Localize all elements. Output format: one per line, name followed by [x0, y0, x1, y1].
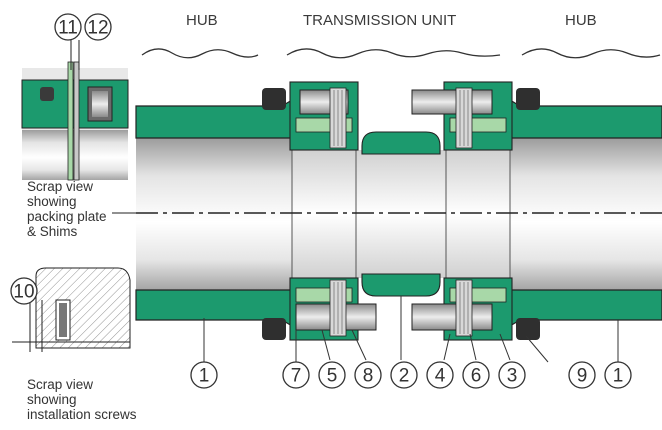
scrap-view-shims	[21, 40, 129, 181]
hub-left-label: HUB	[186, 12, 218, 29]
callout-9: 9	[568, 361, 596, 389]
svg-text:6: 6	[471, 366, 482, 387]
scrap-view-shims-caption: Scrap view showing packing plate & Shims	[27, 179, 110, 239]
callout-3: 3	[498, 361, 526, 389]
callout-1-right: 1	[604, 361, 632, 389]
svg-text:3: 3	[507, 366, 518, 387]
hub-right-label: HUB	[565, 12, 597, 29]
callout-7: 7	[282, 361, 310, 389]
svg-text:10: 10	[13, 282, 34, 303]
svg-text:2: 2	[399, 366, 410, 387]
callout-4: 4	[426, 361, 454, 389]
break-line-center	[286, 48, 501, 59]
break-line-right	[521, 48, 661, 59]
svg-text:12: 12	[87, 18, 108, 39]
transmission-unit-label: TRANSMISSION UNIT	[303, 12, 456, 29]
left-hub	[135, 98, 293, 328]
top-left-flange	[262, 81, 359, 151]
svg-text:4: 4	[435, 366, 446, 387]
callout-1-left: 1	[190, 361, 218, 389]
svg-text:5: 5	[327, 366, 338, 387]
svg-text:7: 7	[291, 366, 302, 387]
callout-11: 11	[54, 13, 82, 41]
callout-10: 10	[10, 277, 38, 305]
top-right-flange	[411, 81, 540, 151]
scrap-view-screws	[12, 267, 131, 352]
callout-8: 8	[354, 361, 382, 389]
svg-text:9: 9	[577, 366, 588, 387]
svg-text:1: 1	[613, 366, 624, 387]
svg-text:1: 1	[199, 366, 210, 387]
callout-6: 6	[462, 361, 490, 389]
svg-text:8: 8	[363, 366, 374, 387]
bottom-left-flange	[262, 277, 377, 341]
break-line-left	[141, 48, 259, 59]
right-hub	[509, 98, 662, 328]
callout-12: 12	[84, 13, 112, 41]
callout-5: 5	[318, 361, 346, 389]
callout-2: 2	[390, 361, 418, 389]
transmission-spacer	[291, 131, 511, 297]
callout-leaders	[203, 296, 619, 363]
bottom-right-flange	[411, 277, 540, 341]
scrap-view-screws-caption: Scrap view showing installation screws	[27, 377, 137, 422]
svg-text:11: 11	[58, 18, 78, 39]
